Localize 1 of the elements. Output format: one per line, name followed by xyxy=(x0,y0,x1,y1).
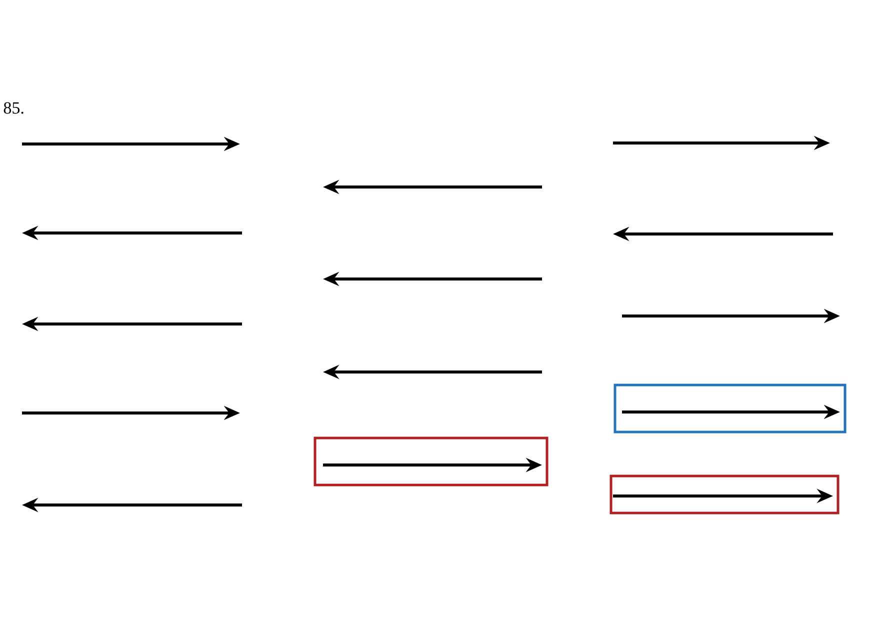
figure-number: 85. xyxy=(4,102,24,114)
